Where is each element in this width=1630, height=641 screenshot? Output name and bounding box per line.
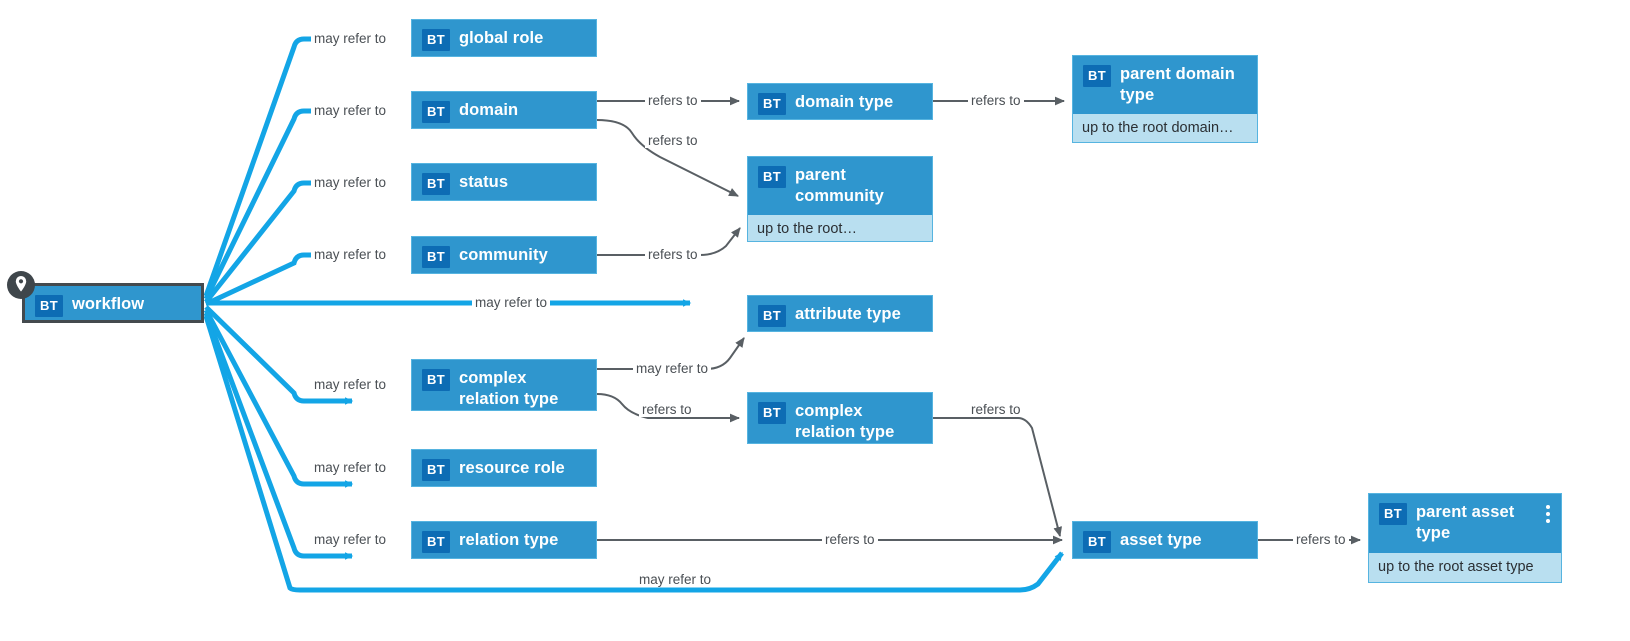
blue-edges (203, 35, 1064, 593)
node-header: BT parent community (748, 157, 932, 215)
node-label: global role (458, 29, 544, 47)
node-header: BT status (412, 164, 596, 203)
bt-badge-icon: BT (422, 369, 450, 391)
node-label: parent asset type (1415, 503, 1515, 542)
edge-label-domain-parent-community: refers to (645, 133, 701, 148)
edge-label-workflow-global-role: may refer to (311, 31, 390, 46)
edge-label-workflow-resource-role: may refer to (311, 460, 390, 475)
node-subpanel: up to the root asset type (1369, 553, 1561, 582)
edge-label-workflow-community: may refer to (311, 247, 390, 262)
edge-crt-leg-asset-type[interactable] (933, 417, 1063, 537)
node-label: asset type (1119, 531, 1202, 549)
edge-label-asset-type-parent-asset-type: refers to (1293, 532, 1349, 547)
bt-badge-icon: BT (35, 295, 63, 317)
node-header: BT asset type (1073, 522, 1257, 561)
node-header: BT domain type (748, 84, 932, 123)
bt-badge-icon: BT (758, 402, 786, 424)
edge-label-workflow-relation-type: may refer to (311, 532, 390, 547)
node-subpanel: up to the root domain… (1073, 114, 1257, 142)
node-label: community (458, 246, 548, 264)
kebab-menu-icon[interactable] (1546, 505, 1550, 523)
node-domain-type[interactable]: BT domain type (747, 83, 933, 120)
bt-badge-icon: BT (422, 173, 450, 195)
edge-domain-parent-community[interactable] (596, 119, 739, 197)
edge-workflow-asset-type[interactable] (203, 315, 1064, 593)
node-status[interactable]: BT status (411, 163, 597, 201)
edge-label-crt-leg-asset-type: refers to (968, 402, 1024, 417)
node-label: status (458, 173, 509, 191)
edge-workflow-community[interactable] (204, 251, 354, 307)
edge-label-community-parent-community: refers to (645, 247, 701, 262)
node-resource-role[interactable]: BT resource role (411, 449, 597, 487)
bt-badge-icon: BT (422, 29, 450, 51)
node-header: BT complex relation type leg (748, 393, 932, 472)
node-header: BT complex relation type (412, 360, 596, 418)
node-complex-relation-type[interactable]: BT complex relation type (411, 359, 597, 411)
edge-workflow-domain[interactable] (203, 107, 354, 301)
edge-label-workflow-domain: may refer to (311, 103, 390, 118)
edge-label-crt-attribute-type: may refer to (633, 361, 712, 376)
edge-label-relation-type-asset-type: refers to (822, 532, 878, 547)
gray-edges (596, 96, 1361, 545)
node-label: workflow (71, 295, 145, 313)
node-community[interactable]: BT community (411, 236, 597, 274)
node-header: BT resource role (412, 450, 596, 489)
edge-label-workflow-asset-type: may refer to (636, 572, 715, 587)
node-complex-relation-type-leg[interactable]: BT complex relation type leg (747, 392, 933, 462)
node-header: BT community (412, 237, 596, 276)
edge-label-crt-crt-leg: refers to (639, 402, 695, 417)
bt-badge-icon: BT (422, 459, 450, 481)
edge-label-domain-type-parent-domain-type: refers to (968, 93, 1024, 108)
node-global-role[interactable]: BT global role (411, 19, 597, 57)
edge-label-workflow-complex-relation-type: may refer to (311, 377, 390, 392)
bt-badge-icon: BT (1379, 503, 1407, 525)
node-header: BT parent domain type (1073, 56, 1257, 114)
bt-badge-icon: BT (422, 531, 450, 553)
node-label: parent community (794, 166, 884, 205)
edge-workflow-global-role[interactable] (203, 35, 354, 297)
node-parent-domain-type[interactable]: BT parent domain type up to the root domai… (1072, 55, 1258, 143)
node-header: BT parent asset type (1369, 494, 1561, 553)
node-header: BT workflow (25, 286, 201, 325)
node-parent-asset-type[interactable]: BT parent asset type up to the root asset … (1368, 493, 1562, 583)
edge-label-workflow-status: may refer to (311, 175, 390, 190)
bt-badge-icon: BT (758, 305, 786, 327)
node-asset-type[interactable]: BT asset type (1072, 521, 1258, 559)
edge-label-domain-domain-type: refers to (645, 93, 701, 108)
edge-workflow-status[interactable] (204, 179, 354, 304)
node-header: BT domain (412, 92, 596, 131)
node-label: relation type (458, 531, 559, 549)
node-relation-type[interactable]: BT relation type (411, 521, 597, 559)
node-attribute-type[interactable]: BT attribute type (747, 295, 933, 332)
node-label: domain (458, 101, 519, 119)
node-label: complex relation type leg (794, 402, 895, 462)
edge-label-workflow-attribute-type: may refer to (472, 295, 551, 310)
node-label: domain type (794, 93, 894, 111)
edge-workflow-resource-role[interactable] (203, 308, 354, 488)
bt-badge-icon: BT (1083, 531, 1111, 553)
node-label: attribute type (794, 305, 901, 323)
location-pin-icon (6, 270, 36, 300)
bt-badge-icon: BT (422, 101, 450, 123)
bt-badge-icon: BT (758, 166, 786, 188)
bt-badge-icon: BT (1083, 65, 1111, 87)
node-domain[interactable]: BT domain (411, 91, 597, 129)
edge-workflow-relation-type[interactable] (203, 312, 354, 560)
node-label: resource role (458, 459, 565, 477)
node-parent-community[interactable]: BT parent community up to the root… (747, 156, 933, 242)
node-label: parent domain type (1119, 65, 1235, 104)
bt-badge-icon: BT (422, 246, 450, 268)
bt-badge-icon: BT (758, 93, 786, 115)
edge-workflow-complex-relation-type[interactable] (204, 305, 354, 405)
node-header: BT global role (412, 20, 596, 59)
node-header: BT attribute type (748, 296, 932, 335)
node-subpanel: up to the root… (748, 215, 932, 241)
node-workflow[interactable]: BT workflow (22, 283, 204, 323)
node-header: BT relation type (412, 522, 596, 561)
node-label: complex relation type (458, 369, 559, 408)
